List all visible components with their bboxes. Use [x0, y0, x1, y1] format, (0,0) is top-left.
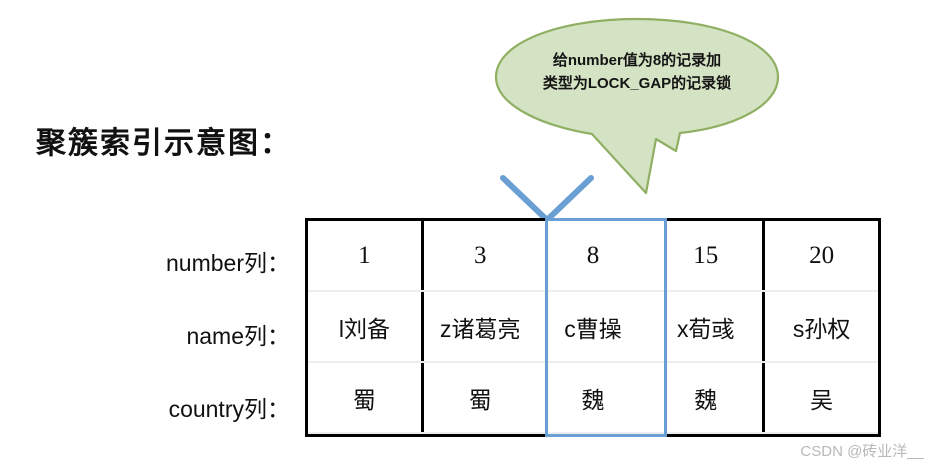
page-title: 聚簇索引示意图： — [36, 127, 292, 160]
cell-name-4: x荀彧 — [649, 292, 766, 361]
cell-country-3: 魏 — [581, 386, 605, 413]
cell-country-2: 蜀 — [468, 386, 492, 413]
cell-name-5: s孙权 — [792, 315, 851, 342]
table-row-number: 1 3 8 15 20 — [308, 221, 878, 292]
cell-number-5: 20 — [809, 241, 835, 269]
cell-name-1: l刘备 — [308, 292, 424, 361]
cell-country-1: 蜀 — [308, 363, 424, 432]
row-label-number: number列： — [166, 250, 290, 276]
cell-name-2: z诸葛亮 — [439, 315, 521, 342]
row-label-name: name列： — [186, 323, 290, 349]
row-label-country: country列： — [168, 396, 290, 422]
callout-bubble-shape — [494, 17, 780, 195]
clustered-index-table: 1 3 8 15 20 l刘备 z诸葛亮 c曹操 x荀彧 s孙权 蜀 蜀 魏 魏… — [305, 218, 881, 437]
row-label-column: number列： name列： country列： — [40, 218, 290, 437]
cell-number-3: 8 — [586, 241, 600, 269]
cell-country-4: 魏 — [649, 363, 766, 432]
watermark: CSDN @砖业洋__ — [800, 443, 924, 460]
cell-number-1: 1 — [308, 221, 424, 290]
cell-name-3: c曹操 — [564, 315, 622, 342]
cell-country-5: 吴 — [810, 386, 834, 413]
table-row-country: 蜀 蜀 魏 魏 吴 — [308, 363, 878, 434]
cell-number-4: 15 — [649, 221, 766, 290]
table-row-name: l刘备 z诸葛亮 c曹操 x荀彧 s孙权 — [308, 292, 878, 363]
cell-number-2: 3 — [473, 241, 487, 269]
